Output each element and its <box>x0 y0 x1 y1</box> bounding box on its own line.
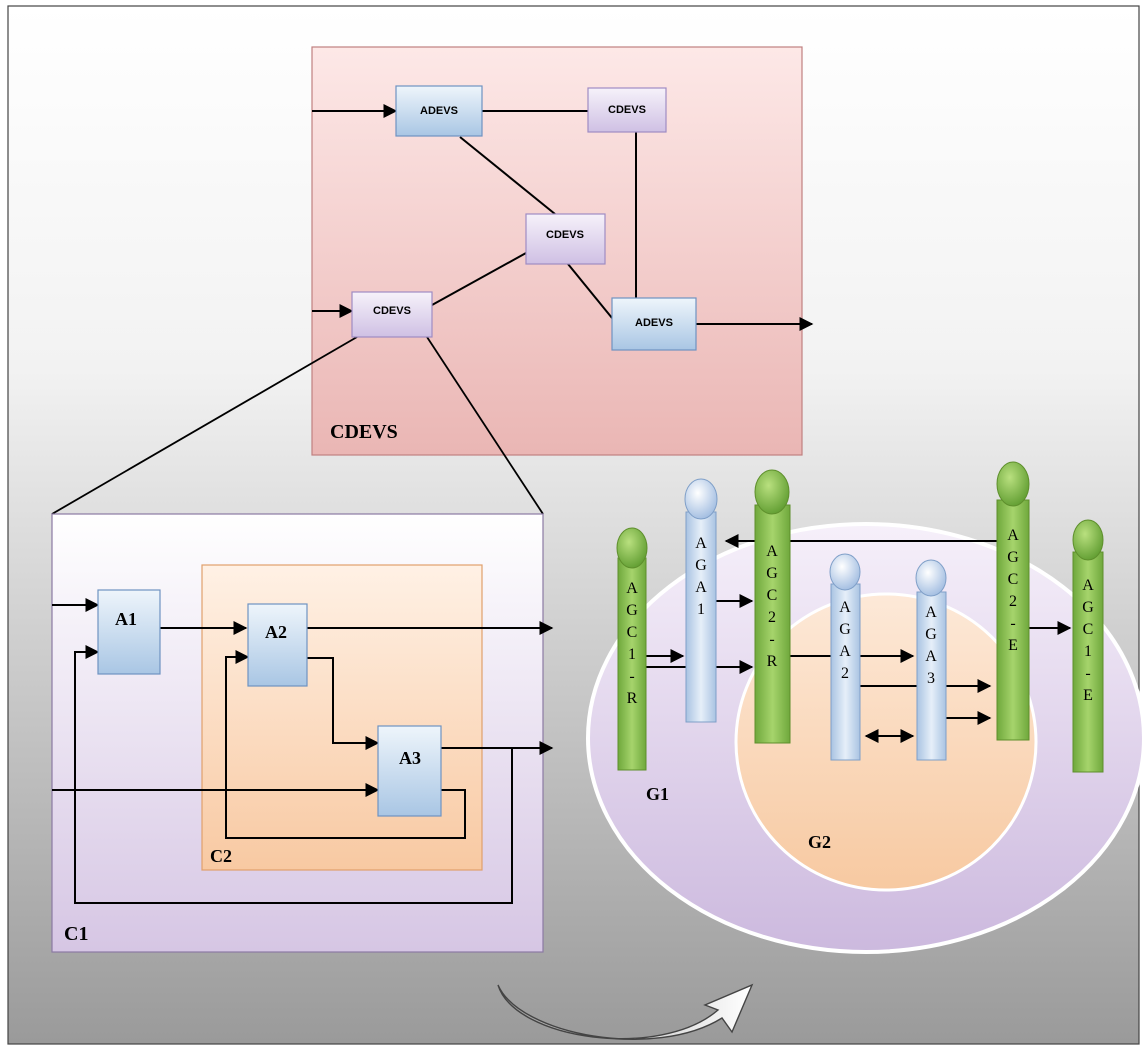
block-label: A2 <box>265 622 287 642</box>
agent-letter: C <box>1008 571 1019 588</box>
agent-letters: AGC 1 - R <box>626 580 638 707</box>
agent-agc2e: AGC 2 - E <box>996 461 1030 741</box>
agent-letters: AGA 3 <box>925 604 937 687</box>
agent-aga3: AGA 3 <box>915 559 947 761</box>
cdevs-top-model: ADEVS CDEVS CDEVS CDEVS ADEVS CDEVS <box>51 46 814 515</box>
agent-letter: R <box>627 690 638 707</box>
agent-letter: G <box>1082 599 1094 616</box>
agent-aga2: AGA 2 <box>829 553 861 761</box>
agent-letter: 1 <box>697 601 705 618</box>
agent-aga1: AGA 1 <box>684 478 718 723</box>
c2-panel-title: C2 <box>210 846 232 866</box>
agent-letter: 2 <box>768 609 776 626</box>
cdevs-connections <box>51 104 814 515</box>
agent-head <box>754 469 790 515</box>
agent-letter: A <box>695 535 707 552</box>
agent-letter: - <box>629 668 634 685</box>
agent-letter: A <box>839 643 851 660</box>
cdevs-panel-title: CDEVS <box>330 421 398 443</box>
agent-letter: - <box>1010 615 1015 632</box>
agent-letter: G <box>839 621 851 638</box>
agent-head <box>616 527 648 569</box>
agent-head <box>684 478 718 520</box>
agent-agc1e: AGC 1 - E <box>1072 519 1104 773</box>
agent-head <box>915 559 947 597</box>
c1-panel-title: C1 <box>64 923 88 945</box>
agent-letter: - <box>1085 665 1090 682</box>
agent-letter: A <box>925 604 937 621</box>
agent-letters: AGC 2 - R <box>766 543 778 670</box>
block-label: CDEVS <box>608 104 646 116</box>
block-label: A1 <box>115 609 137 629</box>
agent-letter: E <box>1008 637 1018 654</box>
agent-letter: C <box>1083 621 1094 638</box>
agent-letters: AGA 2 <box>839 599 851 682</box>
agent-letter: G <box>766 565 778 582</box>
agent-letter: 3 <box>927 670 935 687</box>
agent-head <box>996 461 1030 507</box>
agent-letter: A <box>1082 577 1094 594</box>
c1-block-a1: A1 <box>97 589 161 675</box>
g1-label: G1 <box>646 784 669 804</box>
block-label: CDEVS <box>546 229 584 241</box>
block-label: ADEVS <box>635 317 673 329</box>
agent-letter: A <box>1007 527 1019 544</box>
agent-letter: C <box>767 587 778 604</box>
c1-connections <box>52 598 554 904</box>
transform-arrow <box>497 983 754 1040</box>
agent-letter: A <box>925 648 937 665</box>
agent-letters: AGC 2 - E <box>1007 527 1019 654</box>
agent-head <box>1072 519 1104 561</box>
g2-label: G2 <box>808 832 831 852</box>
cdevs-block-cdevs-mid: CDEVS <box>525 213 606 265</box>
agent-letter: - <box>769 631 774 648</box>
agent-letter: C <box>627 624 638 641</box>
agent-head <box>829 553 861 591</box>
agent-letter: G <box>695 557 707 574</box>
cdevs-block-cdevs-left: CDEVS <box>351 291 433 338</box>
agent-letter: G <box>1007 549 1019 566</box>
agent-agc1r: AGC 1 - R <box>616 527 648 771</box>
block-label: A3 <box>399 748 421 768</box>
agent-letter: 2 <box>1009 593 1017 610</box>
c1-block-a2: A2 <box>247 603 308 687</box>
c1-block-a3: A3 <box>377 725 442 817</box>
agent-letter: A <box>626 580 638 597</box>
agent-letter: A <box>839 599 851 616</box>
agent-letter: 1 <box>1084 643 1092 660</box>
block-label: ADEVS <box>420 105 458 117</box>
agent-letter: R <box>767 653 778 670</box>
agent-letter: E <box>1083 687 1093 704</box>
agent-letters: AGC 1 - E <box>1082 577 1094 704</box>
cdevs-block-adevs-top: ADEVS <box>395 85 483 137</box>
agent-letter: 1 <box>628 646 636 663</box>
agent-agc2r: AGC 2 - R <box>754 469 791 744</box>
block-label: CDEVS <box>373 305 411 317</box>
g2-ellipse <box>734 592 1038 892</box>
agent-letter: A <box>766 543 778 560</box>
cdevs-block-adevs-right: ADEVS <box>611 297 697 351</box>
agent-letter: G <box>626 602 638 619</box>
c2-panel <box>201 564 483 871</box>
agent-letters: AGA 1 <box>695 535 707 618</box>
agent-letter: 2 <box>841 665 849 682</box>
cdevs-block-cdevs-top: CDEVS <box>587 87 667 133</box>
agent-letter: G <box>925 626 937 643</box>
agent-letter: A <box>695 579 707 596</box>
c1-model: A1 A2 A3 C2 C1 <box>51 513 554 953</box>
